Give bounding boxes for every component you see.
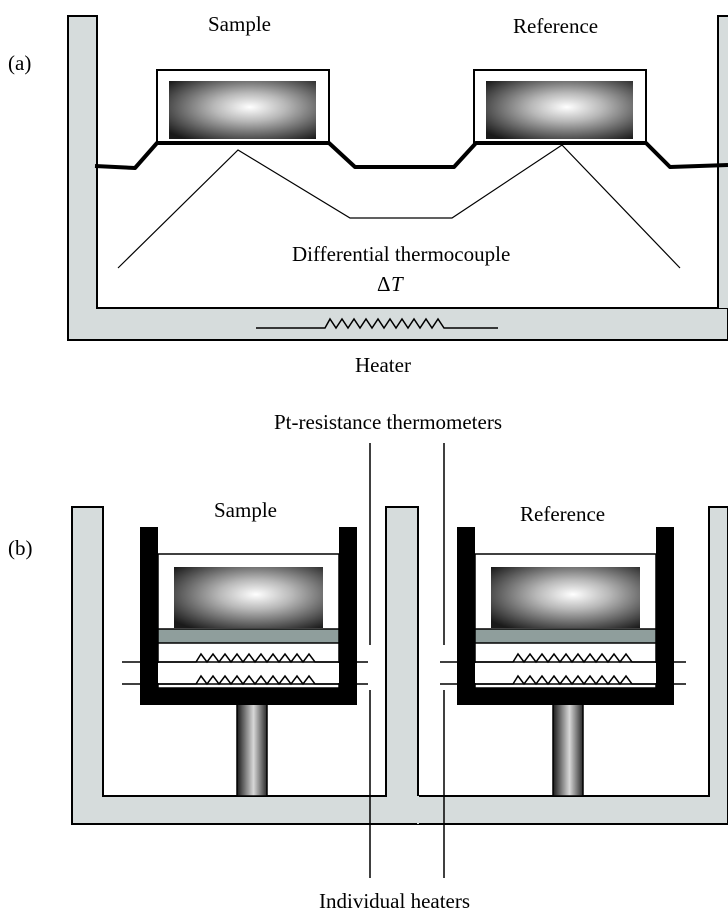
panel-a: (a) Sample Reference Differential thermo… <box>8 12 728 377</box>
panel-b-label: (b) <box>8 536 33 560</box>
panel-b-heaters-label: Individual heaters <box>319 889 470 913</box>
panel-a-heater <box>256 317 498 330</box>
panel-b-sample-holder <box>122 527 368 797</box>
panel-a-sample-pan <box>169 81 316 139</box>
panel-b-sample-pan <box>174 567 323 628</box>
panel-a-thermocouple-wires <box>117 144 681 269</box>
panel-b-reference-holder <box>440 527 686 797</box>
panel-b-reference-rod <box>552 694 584 797</box>
panel-b-right-enclosure <box>418 506 728 825</box>
panel-a-heater-label: Heater <box>355 353 411 377</box>
panel-a-delta-symbol: Δ <box>377 272 391 296</box>
panel-a-enclosure <box>67 15 728 341</box>
panel-b-reference-plate <box>474 628 657 644</box>
panel-a-delta-var: T <box>391 272 404 296</box>
panel-a-sample-label: Sample <box>208 12 271 36</box>
panel-b-sample-plate <box>157 628 340 644</box>
panel-b-reference-label: Reference <box>520 502 605 526</box>
panel-b-left-enclosure <box>71 506 419 825</box>
panel-a-enclosure-right-wall <box>717 15 728 308</box>
panel-b-sample-label: Sample <box>214 498 277 522</box>
panel-b: (b) Pt-resistance thermometers Sample Re… <box>8 410 728 913</box>
panel-a-platform <box>94 141 728 170</box>
panel-b-reference-pan <box>491 567 640 628</box>
panel-b-thermometers-label: Pt-resistance thermometers <box>274 410 502 434</box>
panel-a-thermocouple-label: Differential thermocouple <box>292 242 510 266</box>
panel-a-reference-pan <box>486 81 633 139</box>
panel-b-reference-heater-upper <box>475 652 656 664</box>
panel-b-sample-heater-upper <box>158 652 339 664</box>
panel-b-sample-rod <box>236 694 268 797</box>
panel-a-right-wall-fill <box>719 17 728 308</box>
panel-a-reference-label: Reference <box>513 14 598 38</box>
panel-b-sample-heater-lower <box>158 674 339 686</box>
panel-b-reference-heater-lower <box>475 674 656 686</box>
panel-a-label: (a) <box>8 51 31 75</box>
